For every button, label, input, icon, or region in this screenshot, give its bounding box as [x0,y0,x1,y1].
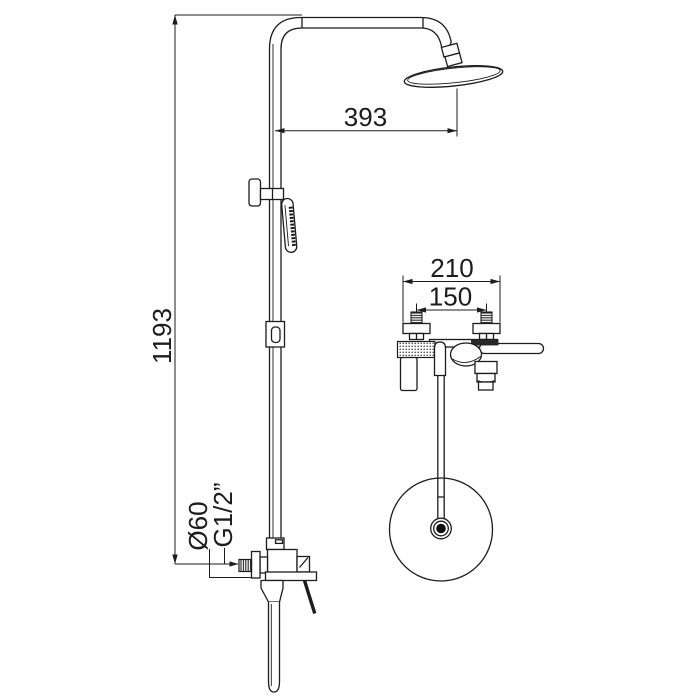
wall-connections-top [402,311,501,341]
head-disc [403,65,504,88]
spout-top [474,360,498,375]
rain-shower-head-top [388,375,494,582]
left-escutcheon [402,322,431,335]
escutcheon-label: Ø60 [183,501,213,550]
wall-connection-thread [238,558,253,573]
lower-outlet-tube [267,602,281,693]
dim-height-label: 1193 [147,308,177,364]
head-ball-joint [440,42,463,68]
thread-label: G1/2” [208,482,238,547]
dimension-head-reach: 393 [275,88,458,137]
dim-spacing-label: 150 [429,282,472,312]
label-escutcheon-diameter: Ø60 [183,501,252,578]
knurled-grip-top [396,340,436,359]
right-escutcheon [472,322,501,335]
top-view: 210 150 [388,253,545,582]
mixer-body-top [396,338,545,392]
mixer-handle-top [399,356,418,392]
mixer-lever-front [302,580,317,615]
hand-shower [281,197,298,253]
dimension-overall-width: 210 [402,253,501,323]
hand-shower-bracket [248,178,285,207]
riser-pipe-and-arm [268,16,452,539]
right-inlet-thread [480,311,493,325]
head-hub-center [436,523,446,534]
dimension-overall-height: 1193 [147,14,302,565]
rain-shower-head-front [403,42,504,88]
mixer-valve-front [238,537,318,693]
knurled-ring-edge [471,339,499,346]
head-disc-top [388,477,494,582]
left-inlet-thread [410,311,423,325]
slider-clamp [265,320,286,348]
dim-reach-label: 393 [344,102,387,132]
dim-width-label: 210 [430,253,473,283]
front-view: 1193 393 Ø60 G1/2” [147,14,504,693]
holder-post-top [433,341,447,377]
dimension-inlet-spacing: 150 [416,282,487,313]
label-connection-thread: G1/2” [208,482,239,567]
